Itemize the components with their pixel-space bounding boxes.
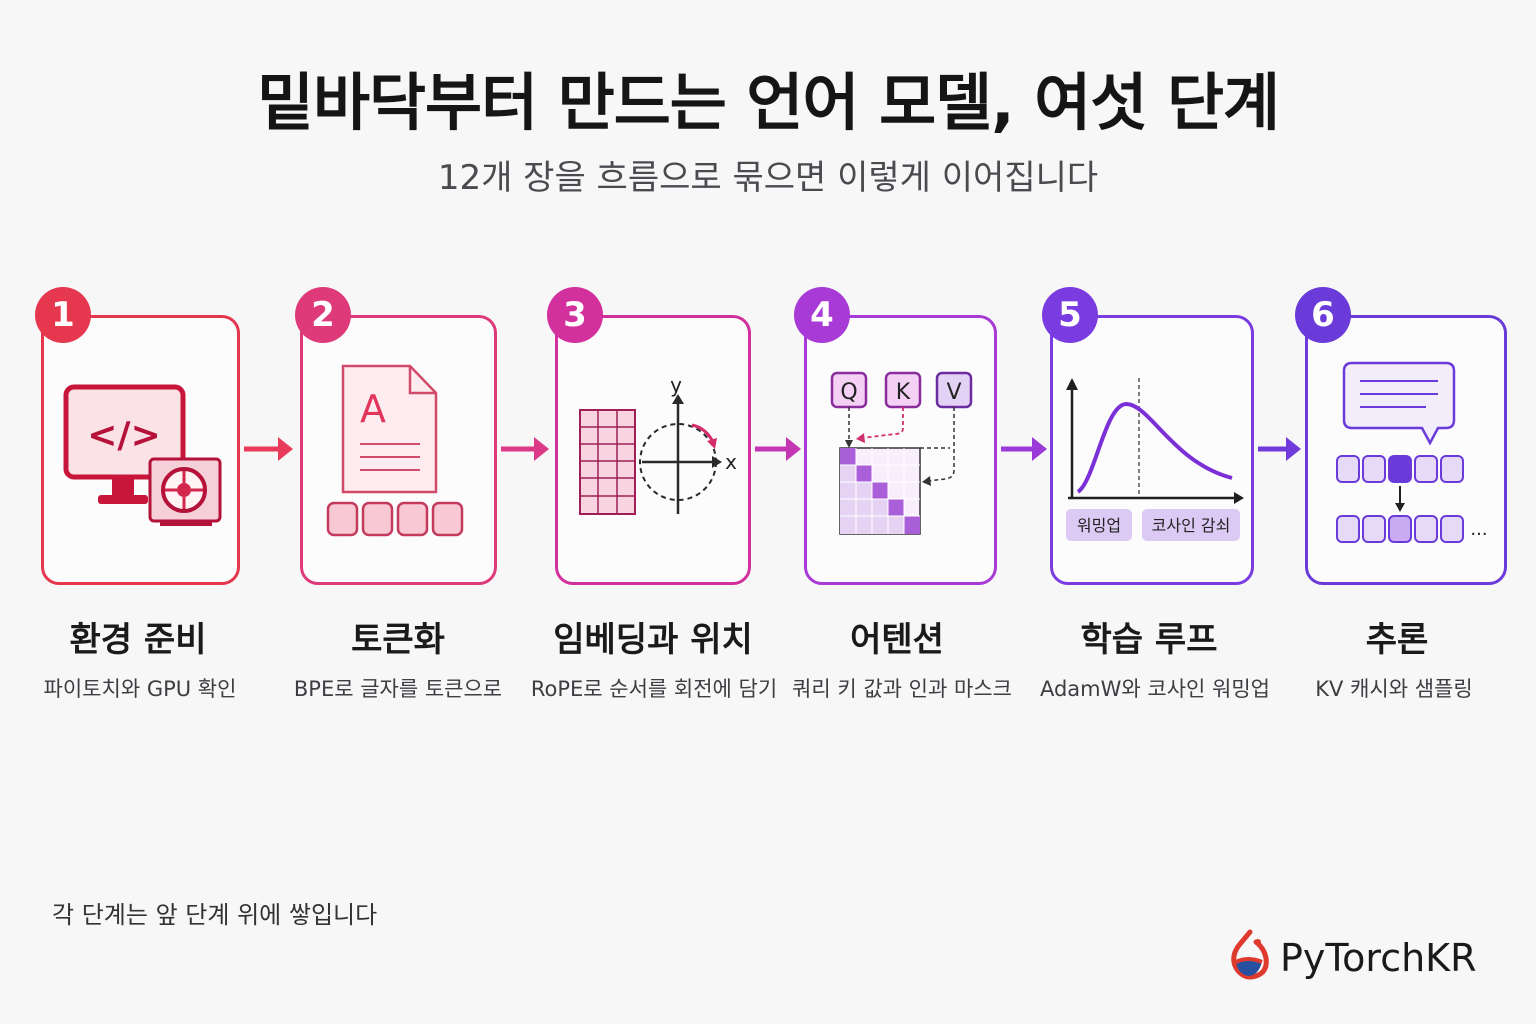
brand-name: PyTorchKR	[1280, 936, 1477, 980]
cosine-decay-label: 코사인 감쇠	[1152, 516, 1231, 535]
footnote: 각 단계는 앞 단계 위에 쌓입니다	[52, 901, 378, 929]
pytorchkr-logo-icon	[1231, 929, 1269, 980]
v-label: V	[946, 380, 961, 405]
document-tokens-icon: A	[326, 364, 464, 537]
ellipsis-label: ...	[1470, 519, 1487, 540]
step-badge-2: 2	[295, 287, 351, 343]
brand: PyTorchKR	[1228, 933, 1477, 983]
attention-mask-icon: Q K V	[830, 371, 973, 535]
step-title-3: 임베딩과 위치	[553, 620, 753, 660]
page-title: 밑바닥부터 만드는 언어 모델, 여섯 단계	[256, 66, 1280, 139]
code-monitor-gpu-icon: </>	[63, 384, 222, 526]
arrow-3-4	[755, 437, 801, 461]
step-desc-6: KV 캐시와 샘플링	[1315, 677, 1473, 701]
axis-y-label: y	[670, 373, 682, 397]
step-badge-6: 6	[1295, 287, 1351, 343]
learning-rate-schedule-icon: 워밍업 코사인 감쇠	[1066, 378, 1244, 541]
axis-x-label: x	[725, 450, 737, 474]
svg-text:</>: </>	[87, 415, 160, 456]
warmup-label: 워밍업	[1077, 516, 1121, 535]
arrow-2-3	[501, 437, 549, 461]
step-title-4: 어텐션	[850, 620, 944, 660]
step-desc-3: RoPE로 순서를 회전에 담기	[530, 677, 778, 701]
step-desc-4: 쿼리 키 값과 인과 마스크	[792, 677, 1012, 701]
document-letter: A	[360, 387, 386, 431]
step-badge-4: 4	[794, 287, 850, 343]
chat-token-generation-icon: ...	[1336, 361, 1488, 543]
step-badge-3: 3	[547, 287, 603, 343]
k-label: K	[896, 380, 911, 405]
step-title-1: 환경 준비	[69, 620, 207, 660]
embedding-grid-rotation-icon: y x	[579, 373, 737, 515]
arrow-1-2	[244, 437, 293, 461]
step-title-2: 토큰화	[351, 620, 445, 660]
step-title-5: 학습 루프	[1080, 620, 1218, 660]
page-subtitle: 12개 장을 흐름으로 묶으면 이렇게 이어집니다	[437, 158, 1099, 198]
arrow-5-6	[1258, 437, 1301, 461]
step-desc-2: BPE로 글자를 토큰으로	[293, 677, 503, 701]
q-label: Q	[840, 380, 857, 405]
arrow-4-5	[1001, 437, 1047, 461]
step-title-6: 추론	[1365, 620, 1429, 660]
step-desc-5: AdamW와 코사인 워밍업	[1039, 677, 1270, 701]
step-badge-5: 5	[1042, 287, 1098, 343]
step-badge-1: 1	[35, 287, 91, 343]
step-desc-1: 파이토치와 GPU 확인	[43, 677, 237, 701]
